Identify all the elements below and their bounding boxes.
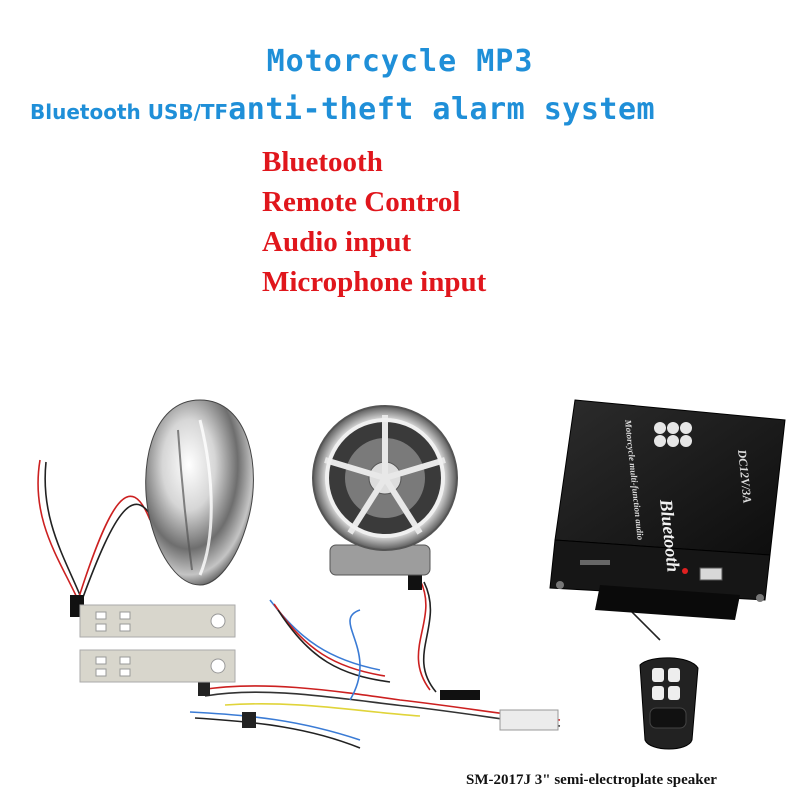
product-photo: Bluetooth Motorcycle multi-function audi… [37,399,786,750]
feature-list: Bluetooth Remote Control Audio input Mic… [262,142,486,302]
control-box: Bluetooth Motorcycle multi-function audi… [549,399,786,620]
feature-item: Audio input [262,226,412,258]
chrome-horn [145,399,254,586]
mounting-brackets [79,604,236,683]
banner-title: Motorcycle MP3 [266,44,534,79]
wiring-harness [37,459,661,749]
feature-item: Remote Control [262,186,461,218]
device-spec: DC12V/3A [735,448,755,504]
subtitle-suffix: anti-theft alarm system [228,92,656,127]
banner-subtitle: Bluetooth USB/TFanti-theft alarm system [30,92,655,127]
remote-control [639,657,699,750]
feature-item: Microphone input [262,266,487,298]
chrome-speaker [312,405,458,576]
product-caption: SM-2017J 3" semi-electroplate speaker [466,772,717,788]
connectors [70,568,559,731]
subtitle-prefix: Bluetooth USB/TF [30,100,229,124]
feature-item: Bluetooth [262,146,383,178]
